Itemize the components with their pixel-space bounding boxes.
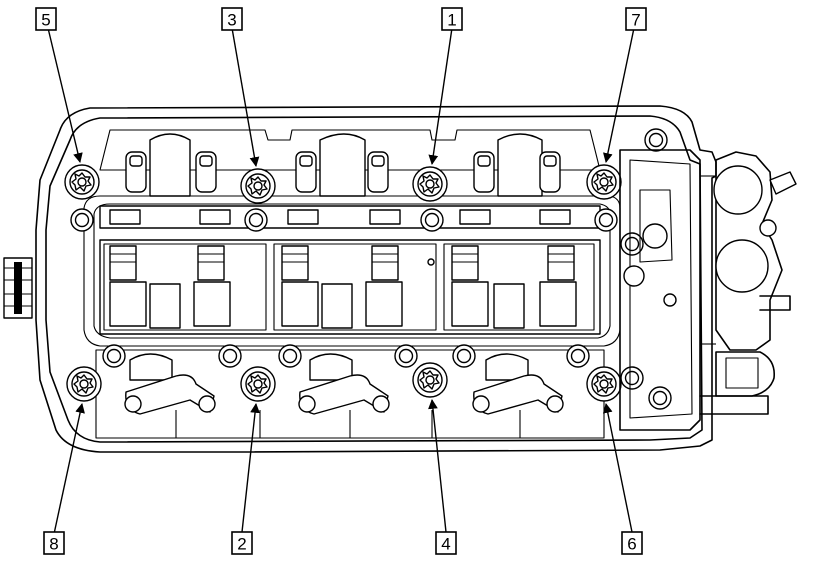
head-bolt-6: [586, 366, 622, 402]
callout-3: 3: [221, 7, 243, 31]
callout-5-label: 5: [41, 11, 50, 30]
callout-6: 6: [621, 531, 643, 555]
head-bolt-1: [412, 166, 448, 202]
callouts: 5 3 1 7 8 2 4 6: [35, 7, 647, 555]
head-bolt-4: [412, 362, 448, 398]
callout-8-label: 8: [49, 535, 58, 554]
leader-2: [241, 403, 260, 533]
upper-cam-journals: [99, 129, 601, 229]
leader-8: [53, 403, 85, 535]
lower-rocker-area: [95, 349, 605, 439]
callout-8: 8: [43, 531, 65, 555]
callout-1: 1: [441, 7, 463, 31]
left-end-plug: [3, 257, 33, 319]
callout-2: 2: [231, 531, 253, 555]
callout-2-label: 2: [237, 535, 246, 554]
right-end-housing: [619, 149, 797, 431]
valve-train-block: [99, 239, 601, 335]
callout-4-label: 4: [441, 535, 450, 554]
head-bolt-8: [66, 366, 102, 402]
head-bolt-2: [240, 366, 276, 402]
callout-6-label: 6: [627, 535, 636, 554]
head-bolt-5: [64, 164, 100, 200]
callout-5: 5: [35, 7, 57, 31]
leader-1: [428, 27, 453, 165]
leader-lines: [47, 27, 635, 535]
callout-4: 4: [435, 531, 457, 555]
callout-7: 7: [625, 7, 647, 31]
callout-7-label: 7: [631, 11, 640, 30]
callout-3-label: 3: [227, 11, 236, 30]
head-bolt-7: [586, 164, 622, 200]
callout-1-label: 1: [447, 11, 456, 30]
leader-6: [602, 403, 633, 533]
leader-4: [428, 399, 447, 533]
leader-5: [47, 27, 83, 163]
head-bolt-3: [240, 168, 276, 204]
leader-7: [603, 27, 635, 163]
leader-3: [231, 27, 260, 167]
